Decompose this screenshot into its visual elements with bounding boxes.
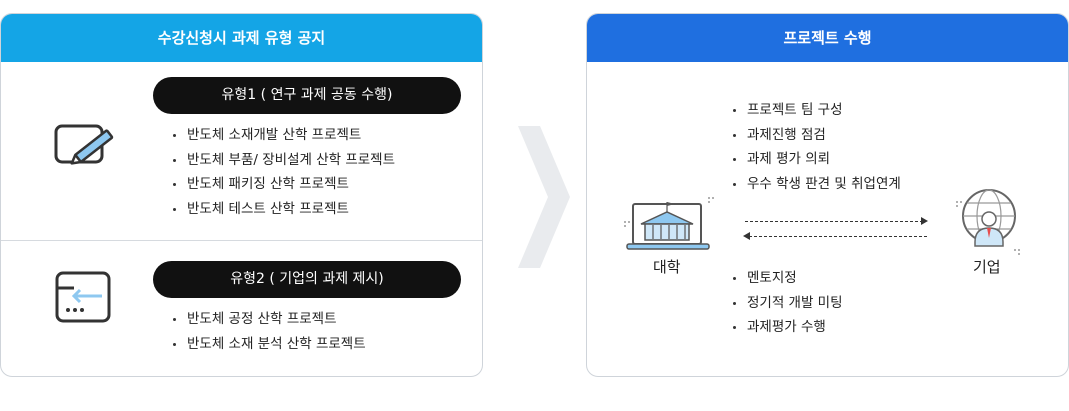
list-item: 반도체 소재개발 산학 프로젝트 bbox=[173, 123, 395, 148]
university-laptop-icon bbox=[623, 194, 715, 260]
card-arrow-icon bbox=[54, 270, 116, 328]
right-panel: 프로젝트 수행 프로젝트 팀 구성 과제진행 점검 과제 평가 의뢰 우수 학생… bbox=[586, 13, 1069, 377]
list-item: 반도체 공정 산학 프로젝트 bbox=[173, 307, 366, 332]
list-item: 반도체 소재 분석 산학 프로젝트 bbox=[173, 332, 366, 357]
list-item: 우수 학생 판견 및 취업연계 bbox=[733, 172, 901, 197]
dashed-arrow-to-university bbox=[749, 236, 927, 237]
list-item: 멘토지정 bbox=[733, 266, 843, 291]
list-item: 과제 평가 의뢰 bbox=[733, 147, 901, 172]
left-divider bbox=[1, 240, 482, 241]
university-label: 대학 bbox=[653, 258, 681, 276]
list-item: 프로젝트 팀 구성 bbox=[733, 98, 901, 123]
company-tasks-list: 멘토지정 정기적 개발 미팅 과제평가 수행 bbox=[733, 266, 843, 340]
flow-arrow-icon bbox=[518, 126, 570, 272]
list-item: 반도체 부품/ 장비설계 산학 프로젝트 bbox=[173, 148, 395, 173]
list-item: 반도체 테스트 산학 프로젝트 bbox=[173, 197, 395, 222]
list-item: 반도체 패키징 산학 프로젝트 bbox=[173, 172, 395, 197]
arrowhead-left bbox=[743, 232, 750, 240]
list-item: 정기적 개발 미팅 bbox=[733, 291, 843, 316]
left-panel-title: 수강신청시 과제 유형 공지 bbox=[1, 14, 482, 62]
company-label: 기업 bbox=[973, 258, 1001, 276]
right-panel-title: 프로젝트 수행 bbox=[587, 14, 1068, 62]
type1-list: 반도체 소재개발 산학 프로젝트 반도체 부품/ 장비설계 산학 프로젝트 반도… bbox=[173, 123, 395, 221]
arrowhead-right bbox=[921, 217, 928, 225]
university-tasks-list: 프로젝트 팀 구성 과제진행 점검 과제 평가 의뢰 우수 학생 판견 및 취업… bbox=[733, 98, 901, 196]
pen-on-card-icon bbox=[53, 123, 123, 181]
list-item: 과제평가 수행 bbox=[733, 315, 843, 340]
left-panel: 수강신청시 과제 유형 공지 유형1 ( 연구 과제 공동 수행) 반도체 소재… bbox=[0, 13, 483, 377]
dashed-arrow-to-company bbox=[745, 221, 923, 222]
type1-pill: 유형1 ( 연구 과제 공동 수행) bbox=[153, 77, 461, 114]
list-item: 과제진행 점검 bbox=[733, 123, 901, 148]
type2-pill: 유형2 ( 기업의 과제 제시) bbox=[153, 261, 461, 298]
company-globe-person-icon bbox=[953, 186, 1023, 262]
type2-list: 반도체 공정 산학 프로젝트 반도체 소재 분석 산학 프로젝트 bbox=[173, 307, 366, 356]
